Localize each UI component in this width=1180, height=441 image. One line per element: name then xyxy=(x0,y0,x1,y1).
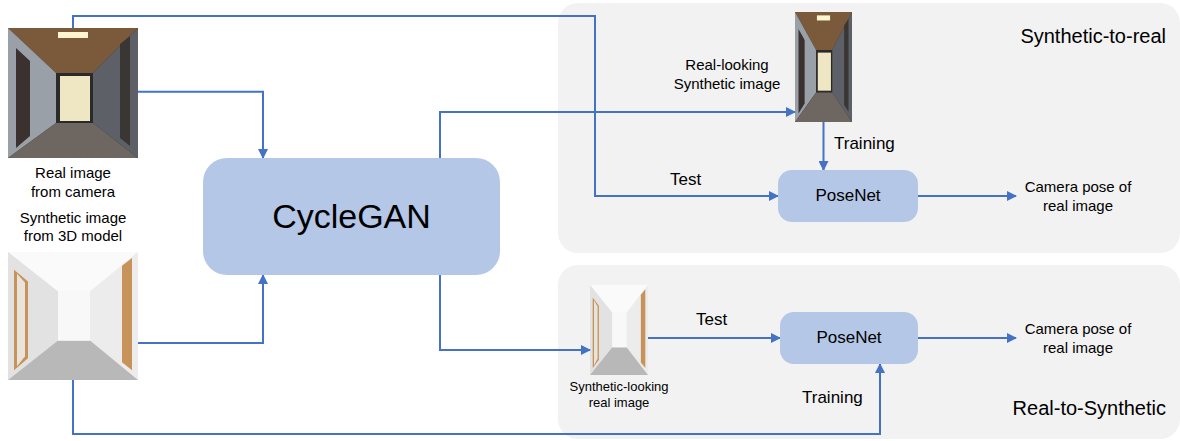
edge-label: Test xyxy=(668,170,703,190)
output-arrow xyxy=(918,337,1016,339)
panel-title: Real-to-Synthetic xyxy=(1013,397,1166,420)
process-box: PoseNet xyxy=(778,170,918,222)
panel-title: Synthetic-to-real xyxy=(1020,25,1166,48)
box-label: PoseNet xyxy=(815,186,880,206)
image-caption: Real image from camera xyxy=(23,164,123,202)
box-label: CycleGAN xyxy=(272,197,431,236)
panel-fill xyxy=(558,3,1180,253)
process-box: CycleGAN xyxy=(203,158,500,275)
image-node: Synthetic-looking real image xyxy=(590,285,648,375)
box-label: PoseNet xyxy=(816,328,881,348)
region-panel: Synthetic-to-realReal-looking Synthetic … xyxy=(558,3,1180,253)
edge-label: Training xyxy=(800,388,865,408)
connector-arrow xyxy=(138,92,263,158)
real-photo xyxy=(8,28,138,158)
image-node: Real-looking Synthetic image xyxy=(795,12,852,122)
edge-label: Training xyxy=(832,134,897,154)
output-arrow xyxy=(918,195,1016,197)
image-caption: Synthetic image from 3D model xyxy=(13,209,133,247)
image-caption: Synthetic-looking real image xyxy=(561,379,677,412)
panel-fill xyxy=(558,265,1180,439)
process-box: PoseNet xyxy=(780,312,918,364)
connector-arrow xyxy=(648,337,780,339)
image-caption: Real-looking Synthetic image xyxy=(667,56,787,94)
output-label: Camera pose of real image xyxy=(1022,320,1134,358)
image-node: Synthetic image from 3D model xyxy=(8,252,138,380)
real-looking-image xyxy=(795,12,852,122)
output-label: Camera pose of real image xyxy=(1022,178,1134,216)
image-node: Real image from camera xyxy=(8,28,138,158)
synthetic-looking-image xyxy=(590,285,648,375)
connector-arrow xyxy=(823,122,825,170)
synthetic-render xyxy=(8,252,138,380)
connector-arrow xyxy=(138,275,263,343)
edge-label: Test xyxy=(694,310,729,330)
